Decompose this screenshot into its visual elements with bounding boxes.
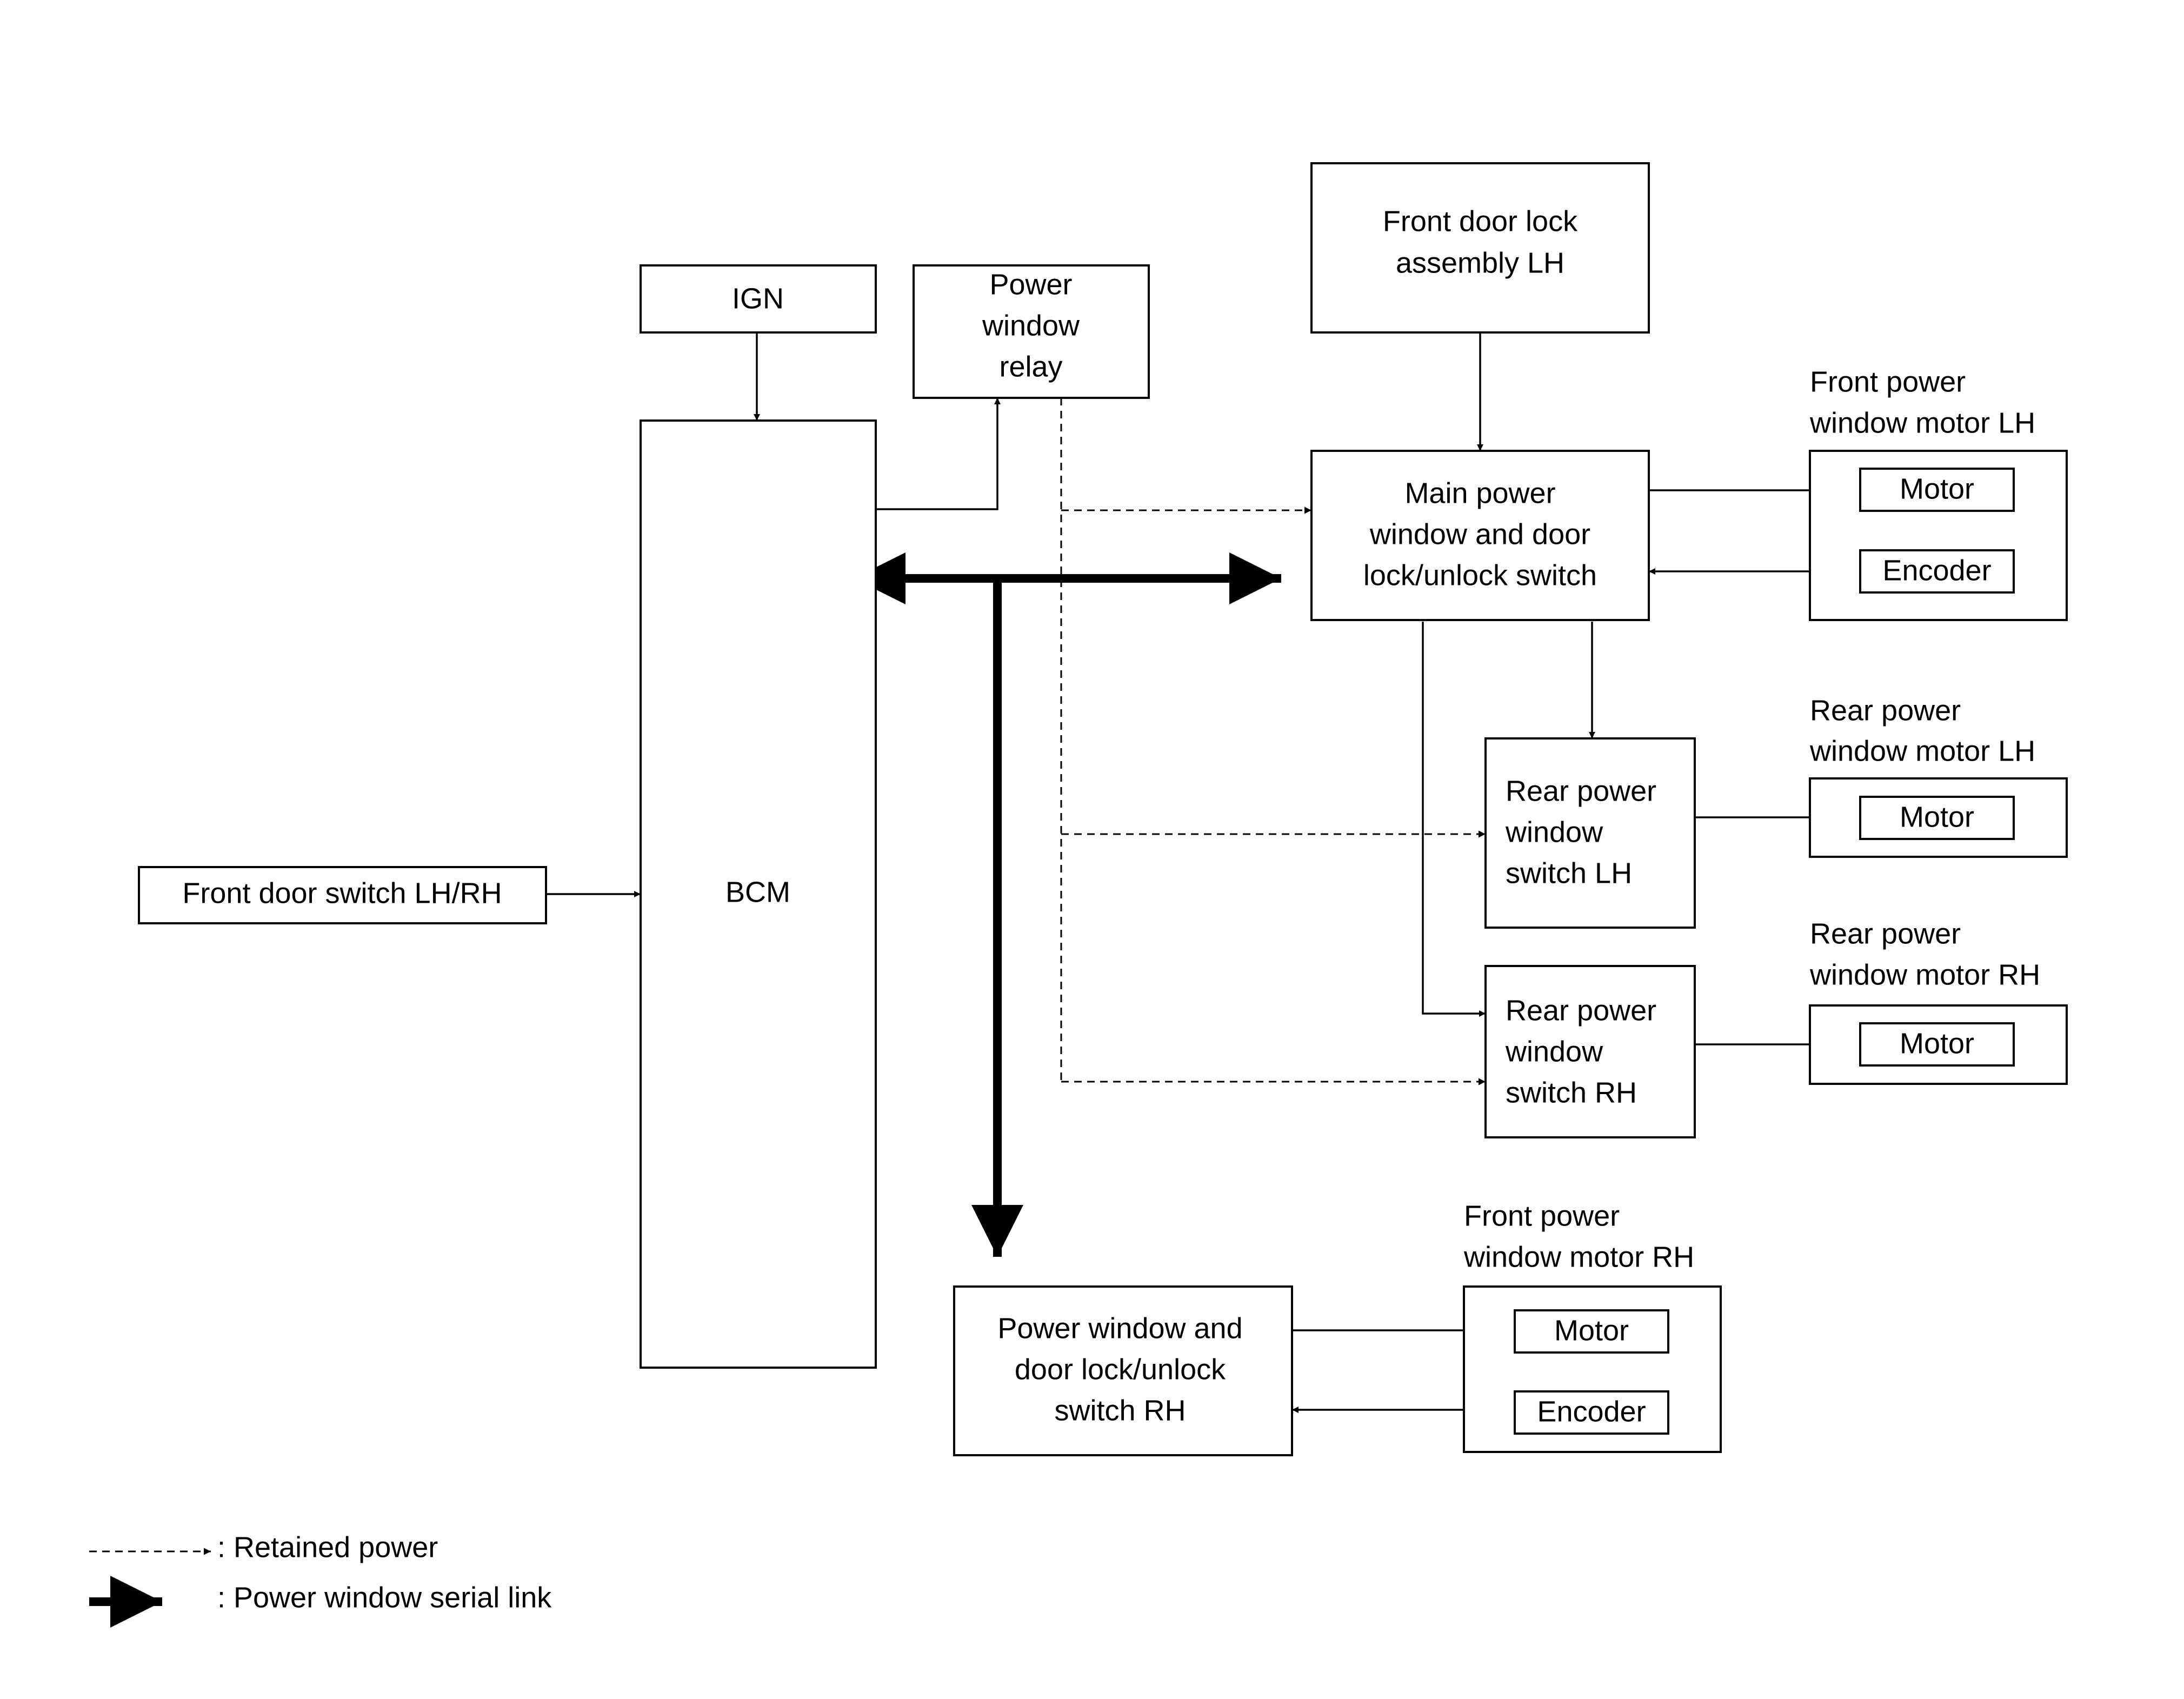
front-rh-motor-label: Motor — [1554, 1314, 1629, 1347]
front-lh-motor-box — [1859, 468, 2015, 512]
rear-rh-motor-box — [1859, 1022, 2015, 1067]
front-lh-encoder-box — [1859, 549, 2015, 594]
rear-rh-switch-label-line-2: window — [1505, 1035, 1603, 1068]
main-switch-label-line-2: window and door — [1369, 518, 1590, 550]
rear-lh-motor-box — [1859, 796, 2015, 840]
bcm-label: BCM — [725, 876, 790, 908]
ign-block: IGN — [640, 264, 877, 334]
rear-lh-motor-title-line-2: window motor LH — [1809, 735, 2035, 767]
main-switch-to-rear-rh-switch-arrow — [1422, 622, 1486, 1017]
rh-switch-label-line-2: door lock/unlock — [1015, 1353, 1226, 1385]
front-lh-motor-label: Motor — [1900, 472, 1974, 505]
front-lh-motor-title-line-1: Front power — [1810, 365, 1966, 398]
main-switch-label-line-3: lock/unlock switch — [1363, 559, 1597, 591]
rh-switch-label-line-1: Power window and — [997, 1312, 1242, 1344]
rear-lh-motor-label: Motor — [1900, 801, 1974, 833]
ign-label: IGN — [732, 282, 784, 315]
relay-label-line-2: window — [982, 309, 1080, 342]
bcm-block: BCM — [640, 419, 877, 1369]
front-door-switch-label: Front door switch LH/RH — [182, 877, 502, 909]
front-rh-encoder-label: Encoder — [1537, 1395, 1646, 1428]
rear-power-window-motor-lh: Rear power window motor LH Motor — [1809, 694, 2068, 858]
relay-label-line-3: relay — [999, 350, 1062, 383]
front-rh-motor-title-line-1: Front power — [1464, 1200, 1620, 1232]
rear-rh-switch-label-line-1: Rear power — [1506, 994, 1656, 1027]
rear-power-window-motor-rh: Rear power window motor RH Motor — [1809, 917, 2068, 1085]
front-lh-encoder-label: Encoder — [1882, 554, 1991, 587]
rear-rh-motor-title-line-2: window motor RH — [1809, 958, 2040, 991]
relay-label-line-1: Power — [989, 268, 1072, 301]
front-power-window-motor-rh: Front power window motor RH Motor Encode… — [1463, 1200, 1722, 1453]
front-power-window-motor-lh: Front power window motor LH Motor Encode… — [1809, 365, 2068, 621]
rear-rh-motor-label: Motor — [1900, 1027, 1974, 1060]
main-power-window-switch-block: Main power window and door lock/unlock s… — [1310, 450, 1650, 621]
rear-lh-motor-title-line-1: Rear power — [1810, 694, 1961, 727]
main-switch-label-line-1: Main power — [1404, 477, 1555, 509]
retained-power-lines — [1060, 398, 1486, 1085]
power-window-switch-rh-block: Power window and door lock/unlock switch… — [953, 1285, 1293, 1456]
front-door-lock-assembly-block: Front door lock assembly LH — [1310, 162, 1650, 334]
legend: : Retained power : Power window serial l… — [89, 1531, 552, 1628]
rh-switch-label-line-3: switch RH — [1054, 1394, 1186, 1427]
rear-power-window-switch-rh-block: Rear power window switch RH — [1484, 965, 1696, 1138]
serial-link-lines — [854, 552, 1281, 1257]
front-rh-motor-title-line-2: window motor RH — [1463, 1241, 1694, 1273]
legend-retained-power-label: : Retained power — [217, 1531, 438, 1563]
front-rh-encoder-box — [1514, 1390, 1669, 1435]
power-window-relay-block: Power window relay — [913, 264, 1150, 399]
lock-assembly-label-line-1: Front door lock — [1383, 205, 1578, 237]
rear-lh-switch-label-line-2: window — [1505, 816, 1603, 848]
bcm-to-relay-arrow — [876, 398, 1001, 510]
lock-assembly-label-line-2: assembly LH — [1396, 246, 1564, 279]
rear-power-window-switch-lh-block: Rear power window switch LH — [1484, 737, 1696, 929]
rear-lh-switch-label-line-3: switch LH — [1506, 857, 1632, 889]
front-door-switch-block: Front door switch LH/RH — [138, 866, 547, 924]
front-lh-motor-title-line-2: window motor LH — [1809, 407, 2035, 439]
rear-lh-switch-label-line-1: Rear power — [1506, 775, 1656, 807]
rear-rh-motor-title-line-1: Rear power — [1810, 917, 1961, 950]
rear-rh-switch-label-line-3: switch RH — [1506, 1076, 1637, 1109]
front-rh-motor-box — [1514, 1309, 1669, 1354]
legend-serial-link-label: : Power window serial link — [217, 1581, 552, 1614]
